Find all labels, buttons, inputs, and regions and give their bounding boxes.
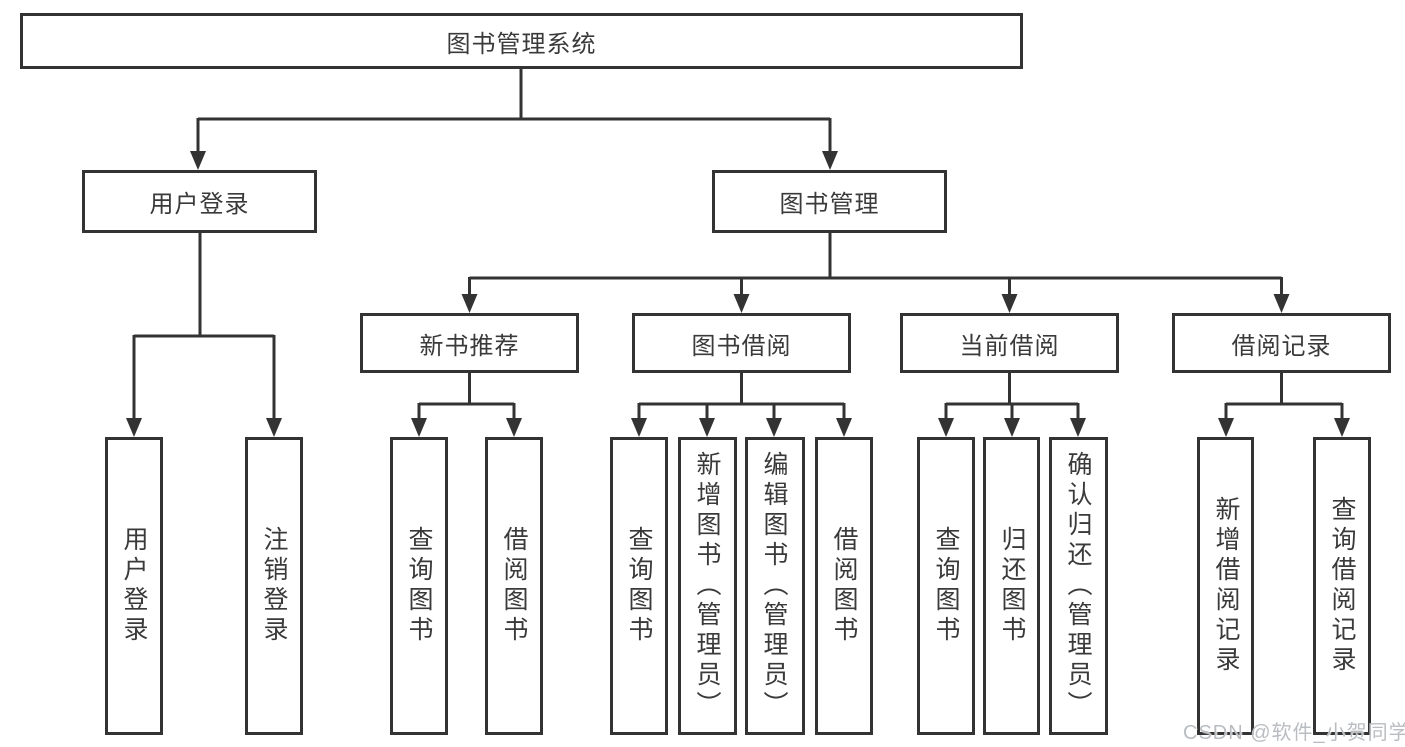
arrowhead-icon bbox=[190, 151, 206, 170]
arrowhead-icon bbox=[836, 418, 852, 437]
node-borrowing-records: 借阅记录 bbox=[1172, 313, 1391, 373]
leaf-user-login: 用户登录 bbox=[105, 437, 163, 735]
arrowhead-icon bbox=[461, 294, 478, 313]
arrowhead-icon bbox=[411, 418, 427, 437]
node-new-book-recommendation: 新书推荐 bbox=[360, 313, 579, 373]
arrowhead-icon bbox=[126, 418, 142, 437]
node-book-borrowing: 图书借阅 bbox=[632, 313, 851, 373]
leaf-return-books: 归还图书 bbox=[983, 437, 1040, 735]
arrowhead-icon bbox=[1334, 418, 1350, 437]
arrowhead-icon bbox=[699, 418, 715, 437]
arrowhead-icon bbox=[631, 418, 647, 437]
arrowhead-icon bbox=[1001, 294, 1018, 313]
leaf-query-books-borrowing: 查询图书 bbox=[610, 437, 668, 735]
csdn-watermark: CSDN @软件_小贺同学 bbox=[1183, 722, 1405, 744]
node-current-borrowing: 当前借阅 bbox=[900, 313, 1119, 373]
arrowhead-icon bbox=[1273, 294, 1290, 313]
leaf-add-borrow-record: 新增借阅记录 bbox=[1197, 437, 1254, 735]
node-book-management: 图书管理 bbox=[712, 170, 947, 233]
leaf-query-books-recommend: 查询图书 bbox=[390, 437, 448, 735]
leaf-edit-books-admin: 编辑图书（管理员） bbox=[745, 437, 805, 735]
leaf-query-borrow-record: 查询借阅记录 bbox=[1313, 437, 1371, 735]
leaf-borrow-books-recommend: 借阅图书 bbox=[485, 437, 543, 735]
leaf-add-books-admin: 新增图书（管理员） bbox=[678, 437, 737, 735]
arrowhead-icon bbox=[1004, 418, 1020, 437]
node-user-login: 用户登录 bbox=[82, 170, 317, 233]
arrowhead-icon bbox=[938, 418, 954, 437]
arrowhead-icon bbox=[766, 418, 782, 437]
node-library-management-system: 图书管理系统 bbox=[20, 13, 1023, 69]
arrowhead-icon bbox=[1218, 418, 1234, 437]
arrowhead-icon bbox=[266, 418, 282, 437]
arrowhead-icon bbox=[1070, 418, 1086, 437]
leaf-query-books-current: 查询图书 bbox=[917, 437, 975, 735]
leaf-confirm-return-admin: 确认归还（管理员） bbox=[1049, 437, 1108, 735]
arrowhead-icon bbox=[733, 294, 750, 313]
arrowhead-icon bbox=[822, 151, 838, 170]
leaf-logout: 注销登录 bbox=[245, 437, 303, 735]
leaf-borrow-books: 借阅图书 bbox=[815, 437, 873, 735]
arrowhead-icon bbox=[506, 418, 522, 437]
